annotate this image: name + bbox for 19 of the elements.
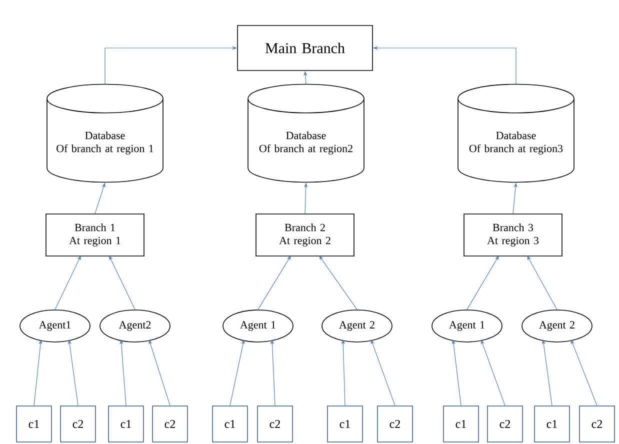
branch-box: Branch 2 At region 2 <box>256 214 354 256</box>
client-box: c1 <box>327 406 363 442</box>
client-box: c2 <box>487 406 523 442</box>
database-cylinder: Database Of branch at region2 <box>248 84 364 183</box>
client-box: c1 <box>443 406 479 442</box>
branch-box: Branch 1 At region 1 <box>46 214 144 256</box>
database-cylinder: Database Of branch at region3 <box>458 84 574 183</box>
main-branch-box: Main Branch <box>237 25 373 71</box>
client-box: c1 <box>534 406 570 442</box>
branch-box: Branch 3 At region 3 <box>464 214 562 256</box>
client-box: c2 <box>377 406 413 442</box>
client-box: c2 <box>579 406 615 442</box>
client-box: c2 <box>60 406 96 442</box>
client-box: c1 <box>212 406 248 442</box>
database-cylinder: Database Of branch at region 1 <box>46 84 164 183</box>
client-box: c1 <box>108 406 144 442</box>
client-box: c2 <box>152 406 188 442</box>
client-box: c1 <box>16 406 52 442</box>
client-box: c2 <box>257 406 293 442</box>
